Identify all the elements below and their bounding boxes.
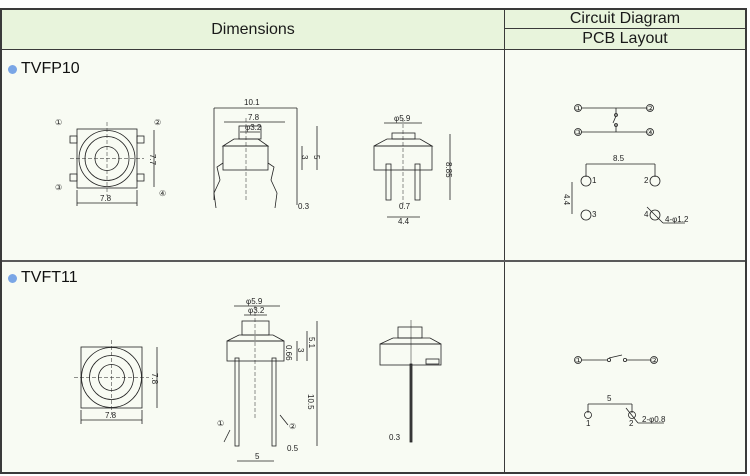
tvft11-circuit-diagram: ① ②: [574, 354, 658, 365]
pin-label: ②: [651, 356, 658, 365]
dim-label: 10.5: [306, 394, 315, 410]
model-row-1: TVFP10: [8, 60, 80, 78]
dim-label: 7.8: [105, 411, 117, 420]
dim-label: 5: [255, 452, 260, 461]
pin-label: ①: [575, 356, 582, 365]
pin-label: ④: [159, 189, 166, 198]
model-name: TVFT11: [21, 269, 78, 286]
header-pcb-layout: PCB Layout: [505, 29, 745, 50]
spec-table: Dimensions Circuit Diagram PCB Layout TV…: [0, 8, 747, 474]
dim-label: 8.85: [444, 162, 453, 178]
dim-label: 4.4: [562, 194, 571, 206]
bullet-icon: [8, 273, 17, 283]
tvft11-side-view: 0.3: [379, 320, 442, 443]
dim-label: 7.7: [148, 154, 157, 166]
pin-label: ①: [55, 118, 62, 127]
dim-label: 5.1: [307, 337, 316, 349]
column-divider: [504, 50, 505, 474]
drawings: 7.7 7.8 ① ② ③ ④ 10.1 7.8 φ3.2 3 5 0.3: [55, 98, 689, 462]
dim-label: 0.3: [298, 202, 310, 211]
dim-label: 5: [607, 394, 612, 403]
pin-label: ①: [217, 419, 224, 428]
dim-label: 5: [312, 155, 321, 160]
pin-label: 2: [629, 419, 634, 428]
pin-label: ②: [647, 104, 654, 113]
dim-label: φ5.9: [394, 114, 411, 123]
dim-label: φ5.9: [246, 297, 263, 306]
hole-spec: 2-φ0.8: [642, 415, 666, 424]
hole-spec: 4-φ1.2: [665, 215, 689, 224]
pin-label: ③: [575, 128, 582, 137]
dim-label: 0.5: [287, 444, 299, 453]
pin-label: ④: [647, 128, 654, 137]
dim-label: 0.7: [399, 202, 411, 211]
tvfp10-circuit-diagram: ① ② ③ ④: [574, 104, 654, 137]
tvfp10-top-view: 7.7 7.8 ① ② ③ ④: [55, 118, 166, 206]
dim-label: 4.4: [398, 217, 410, 226]
pin-label: ②: [154, 118, 161, 127]
tvft11-front-view: φ5.9 φ3.2 0.66 3 5.1 10.5 5 0.5 ① ②: [217, 297, 318, 462]
dim-label: 3: [300, 155, 309, 160]
tvfp10-pcb-layout: 8.5 4.4 4-φ1.2 1 2 3 4: [562, 154, 689, 224]
model-name: TVFP10: [21, 60, 80, 77]
pin-label: ②: [289, 422, 296, 431]
pin-label: 4: [644, 210, 649, 219]
pin-label: 1: [592, 176, 597, 185]
dim-label: 8.5: [613, 154, 625, 163]
dim-label: 10.1: [244, 98, 260, 107]
tvfp10-side-view: φ5.9 8.85 0.7 4.4: [373, 114, 453, 226]
dim-label: 7.8: [150, 373, 159, 385]
pin-label: 2: [644, 176, 649, 185]
model-row-2: TVFT11: [8, 269, 78, 287]
pin-label: 1: [586, 419, 591, 428]
dim-label: 0.3: [389, 433, 401, 442]
bullet-icon: [8, 64, 17, 74]
pin-label: ①: [575, 104, 582, 113]
dim-label: 0.66: [284, 345, 293, 361]
row-divider: [2, 260, 745, 262]
dim-label: φ3.2: [248, 306, 265, 315]
dim-label: 7.8: [248, 113, 260, 122]
header-circuit-diagram: Circuit Diagram: [505, 10, 745, 29]
pin-label: ③: [55, 183, 62, 192]
dim-label: φ3.2: [245, 123, 262, 132]
header-dimensions: Dimensions: [2, 10, 505, 50]
dim-label: 3: [296, 348, 305, 353]
tvft11-top-view: 7.8 7.8: [74, 340, 159, 424]
dim-label: 7.8: [100, 194, 112, 203]
tvfp10-front-view: 10.1 7.8 φ3.2 3 5 0.3: [213, 98, 321, 211]
tvft11-pcb-layout: 5 2-φ0.8 1 2: [584, 394, 666, 428]
pin-label: 3: [592, 210, 597, 219]
